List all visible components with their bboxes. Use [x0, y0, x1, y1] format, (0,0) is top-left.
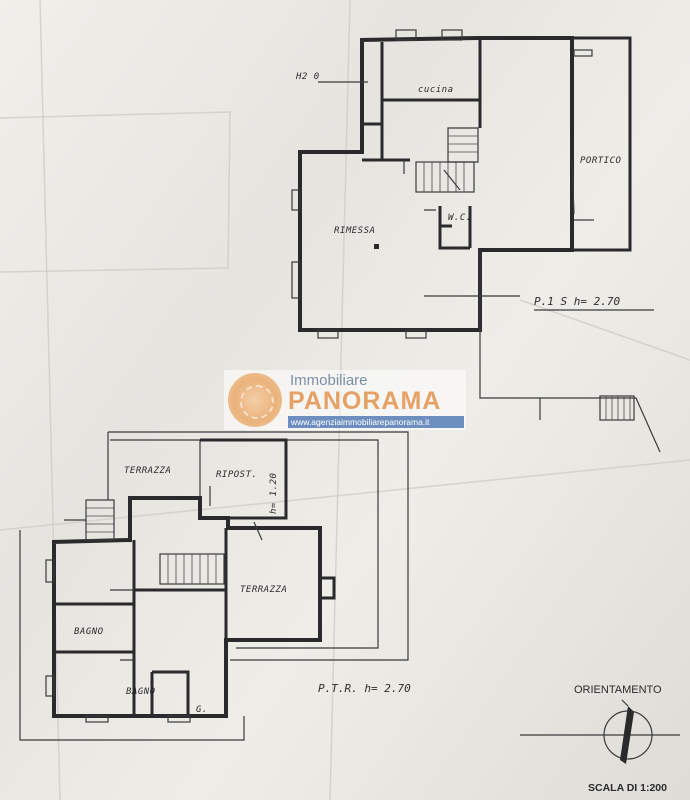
upper-level-label: P.1 S h= 2.70	[534, 295, 620, 308]
watermark-url[interactable]: www.agenziaimmobiliarepanorama.it	[288, 416, 464, 428]
sun-logo-icon	[228, 373, 282, 427]
upper-staircase	[415, 127, 479, 193]
lower-outer-wall	[51, 496, 322, 718]
h2o-room-wall	[362, 42, 384, 162]
orientation-compass: ORIENTAMENTO	[520, 684, 680, 764]
upper-floor-plan: H2 0 cucina PORTICO RIMESSA W.C. P.1 S h…	[291, 29, 661, 453]
room-label-bagno-2: BAGNO	[126, 687, 156, 697]
scale-label: SCALA DI 1:200	[588, 782, 667, 794]
lower-staircase	[159, 553, 225, 585]
external-staircase	[599, 395, 635, 421]
orientation-label: ORIENTAMENTO	[574, 684, 662, 696]
watermark-line1: Immobiliare	[290, 372, 368, 389]
upper-windows	[291, 29, 593, 339]
height-note-label: h= 1.20	[269, 473, 279, 514]
lower-floor-plan: TERRAZZA RIPOST. h= 1.20 TERRAZZA BAGNO …	[19, 431, 411, 741]
room-label-portico: PORTICO	[580, 156, 622, 166]
terrace-boundary	[107, 431, 409, 661]
room-label-terrazza-top: TERRAZZA	[124, 466, 171, 476]
ripostiglio-wall	[200, 438, 288, 520]
north-arrow-icon	[620, 706, 634, 764]
portico-edge	[572, 36, 632, 252]
room-label-g: G.	[196, 705, 208, 715]
room-label-cucina: cucina	[418, 85, 454, 95]
watermark-line2: PANORAMA	[288, 387, 442, 415]
room-label-rimessa: RIMESSA	[334, 226, 375, 236]
lower-level-label: P.T.R. h= 2.70	[318, 682, 411, 695]
lower-windows	[45, 559, 191, 723]
room-label-ripost: RIPOST.	[216, 470, 257, 480]
lower-interior-walls	[54, 528, 228, 716]
room-label-wc: W.C.	[448, 213, 472, 223]
room-label-h2o: H2 0	[295, 72, 320, 82]
room-label-terrazza-right: TERRAZZA	[240, 585, 287, 595]
watermark: Immobiliare PANORAMA www.agenziaimmobili…	[224, 370, 466, 430]
wc-wall	[438, 206, 472, 250]
kitchen-wall	[382, 40, 482, 162]
room-label-bagno-1: BAGNO	[74, 627, 104, 637]
